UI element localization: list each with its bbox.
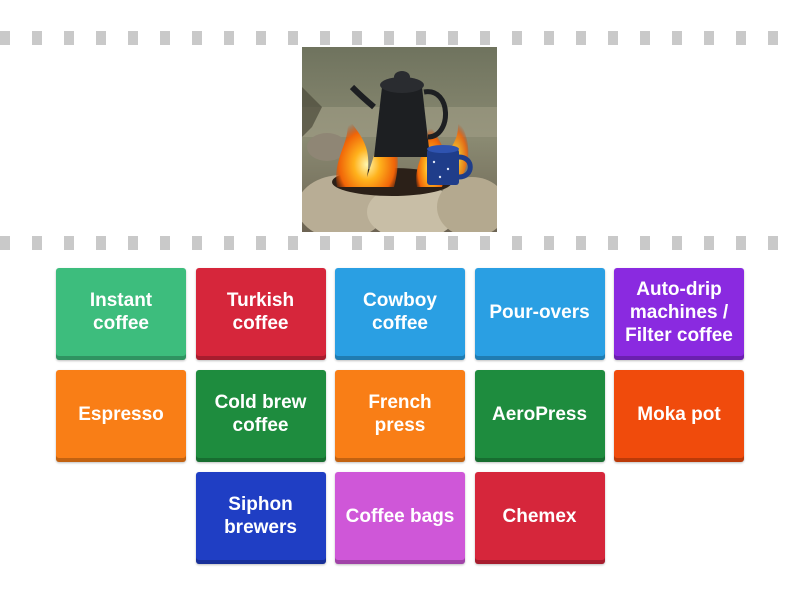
tile-instant-coffee[interactable]: Instant coffee xyxy=(56,268,186,360)
tile-espresso[interactable]: Espresso xyxy=(56,370,186,462)
tile-aeropress[interactable]: AeroPress xyxy=(474,370,605,462)
bottom-divider xyxy=(0,236,800,250)
tile-siphon-brewers[interactable]: Siphon brewers xyxy=(195,472,326,564)
tile-cowboy-coffee[interactable]: Cowboy coffee xyxy=(335,268,465,360)
tile-chemex[interactable]: Chemex xyxy=(474,472,605,564)
campfire-coffee-pot-image xyxy=(302,47,497,232)
tile-moka-pot[interactable]: Moka pot xyxy=(614,370,744,462)
tile-auto-drip-filter-coffee[interactable]: Auto-drip machines / Filter coffee xyxy=(614,268,744,360)
tile-pour-overs[interactable]: Pour-overs xyxy=(474,268,605,360)
tile-coffee-bags[interactable]: Coffee bags xyxy=(335,472,465,564)
tile-turkish-coffee[interactable]: Turkish coffee xyxy=(195,268,326,360)
tile-french-press[interactable]: French press xyxy=(335,370,465,462)
top-divider xyxy=(0,31,800,45)
tile-cold-brew-coffee[interactable]: Cold brew coffee xyxy=(195,370,326,462)
